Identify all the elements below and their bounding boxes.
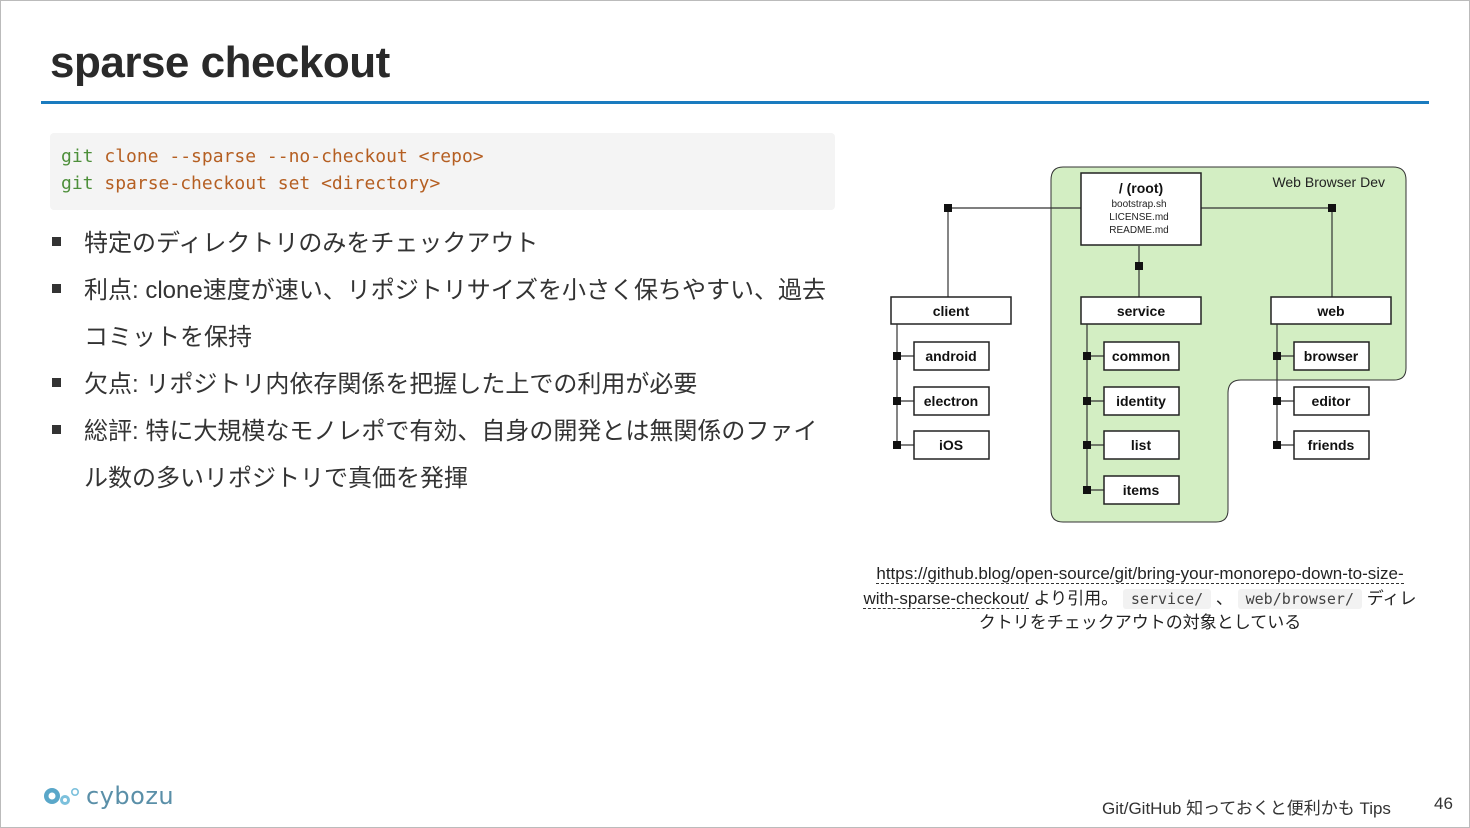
monorepo-diagram: Web Browser Dev / (root) bootstrap.sh LI…	[890, 166, 1407, 523]
bullet-square-icon	[52, 237, 61, 246]
service-child-label: identity	[1116, 393, 1166, 409]
connector-node-icon	[1135, 262, 1143, 270]
client-folder-box	[890, 296, 1012, 325]
service-child-label: list	[1131, 437, 1152, 453]
root-folder-title: / (root)	[1119, 180, 1163, 196]
connector-node-icon	[944, 204, 952, 212]
caption-note: より引用。	[1028, 588, 1119, 608]
web-child-box	[1293, 430, 1370, 460]
source-link[interactable]: https://github.blog/open-source/git/brin…	[863, 564, 1404, 609]
bullet-item: 特定のディレクトリのみをチェックアウト	[50, 220, 840, 267]
code-keyword-git: git	[61, 173, 94, 194]
web-child-label: friends	[1308, 437, 1355, 453]
bullet-square-icon	[52, 284, 61, 293]
service-child-label: common	[1112, 348, 1170, 364]
bullet-item: 利点: clone速度が速い、リポジトリサイズを小さく保ちやすい、過去コミットを…	[50, 267, 840, 361]
root-folder-box	[1080, 172, 1202, 246]
code-line-2-text: sparse-checkout set <directory>	[93, 173, 441, 194]
bullet-text: 総評: 特に大規模なモノレポで有効、自身の開発とは無関係のファイル数の多いリポジ…	[84, 418, 818, 492]
web-folder-box	[1270, 296, 1392, 325]
connector-node-icon	[893, 352, 901, 360]
web-child-label: browser	[1304, 348, 1359, 364]
bullet-square-icon	[52, 425, 61, 434]
caption-tail: ディレクトリをチェックアウトの対象としている	[978, 588, 1417, 633]
bullet-text: 利点: clone速度が速い、リポジトリサイズを小さく保ちやすい、過去コミットを…	[84, 277, 826, 351]
caption-separator: 、	[1211, 588, 1233, 608]
slide-title: sparse checkout	[50, 38, 390, 87]
service-folder-box	[1080, 296, 1202, 325]
connector-node-icon	[1328, 204, 1336, 212]
deck-title: Git/GitHub 知っておくと便利かも Tips	[1102, 799, 1391, 818]
root-file: LICENSE.md	[1109, 212, 1168, 223]
connector-node-icon	[893, 441, 901, 449]
connector-node-icon	[1083, 397, 1091, 405]
highlight-label: Web Browser Dev	[1272, 174, 1385, 190]
client-child-label: android	[925, 348, 976, 364]
root-file: bootstrap.sh	[1111, 199, 1166, 210]
page-number: 46	[1434, 794, 1453, 813]
client-child-label: iOS	[939, 437, 963, 453]
client-child-label: electron	[924, 393, 978, 409]
client-child-box	[913, 341, 990, 371]
web-folder-label: web	[1316, 303, 1344, 319]
code-line-1-text: clone --sparse --no-checkout <repo>	[93, 146, 484, 167]
service-child-label: items	[1123, 482, 1160, 498]
web-child-box	[1293, 386, 1370, 416]
inline-code-web-browser: web/browser/	[1237, 588, 1362, 609]
connector-node-icon	[1273, 397, 1281, 405]
root-file: README.md	[1109, 225, 1168, 236]
client-folder-label: client	[933, 303, 970, 319]
cybozu-logo: cybozu	[42, 782, 174, 810]
connector-node-icon	[893, 397, 901, 405]
service-child-box	[1103, 430, 1180, 460]
web-child-box	[1293, 341, 1370, 371]
connector-node-icon	[1083, 352, 1091, 360]
web-child-label: editor	[1312, 393, 1351, 409]
client-child-box	[913, 386, 990, 416]
service-child-box	[1103, 341, 1180, 371]
diagram-caption: https://github.blog/open-source/git/brin…	[860, 562, 1420, 636]
code-keyword-git: git	[61, 146, 94, 167]
title-underline	[41, 101, 1429, 104]
code-block: git clone --sparse --no-checkout <repo> …	[50, 133, 835, 210]
logo-wordmark: cybozu	[86, 782, 175, 810]
connector-node-icon	[1273, 441, 1281, 449]
connector-node-icon	[1273, 352, 1281, 360]
bullet-text: 特定のディレクトリのみをチェックアウト	[84, 230, 539, 257]
inline-code-service: service/	[1122, 588, 1212, 609]
bullet-text: 欠点: リポジトリ内依存関係を把握した上での利用が必要	[84, 371, 698, 398]
code-line-2: git sparse-checkout set <directory>	[61, 170, 824, 197]
bullet-list: 特定のディレクトリのみをチェックアウト 利点: clone速度が速い、リポジトリ…	[50, 220, 840, 502]
bullet-square-icon	[52, 378, 61, 387]
bullet-item: 総評: 特に大規模なモノレポで有効、自身の開発とは無関係のファイル数の多いリポジ…	[50, 408, 840, 502]
bullet-item: 欠点: リポジトリ内依存関係を把握した上での利用が必要	[50, 361, 840, 408]
client-child-box	[913, 430, 990, 460]
service-child-box	[1103, 386, 1180, 416]
code-line-1: git clone --sparse --no-checkout <repo>	[61, 143, 824, 170]
connector-node-icon	[1083, 486, 1091, 494]
cybozu-mark-icon	[44, 788, 79, 805]
service-folder-label: service	[1117, 303, 1165, 319]
service-child-box	[1103, 475, 1180, 505]
connector-node-icon	[1083, 441, 1091, 449]
